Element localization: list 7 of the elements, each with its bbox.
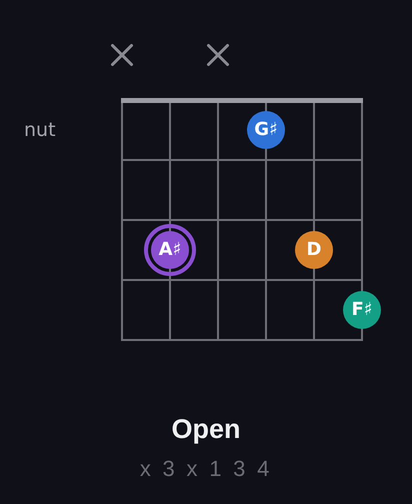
fingering-label: x 3 x 1 3 4 <box>138 455 274 483</box>
nut-label: nut <box>24 118 56 142</box>
note-dot: F♯ <box>343 291 381 329</box>
note-dot: D <box>295 231 333 269</box>
note-dot: G♯ <box>247 111 285 149</box>
chord-title: Open <box>170 413 242 446</box>
root-note-dot: A♯ <box>144 224 196 276</box>
